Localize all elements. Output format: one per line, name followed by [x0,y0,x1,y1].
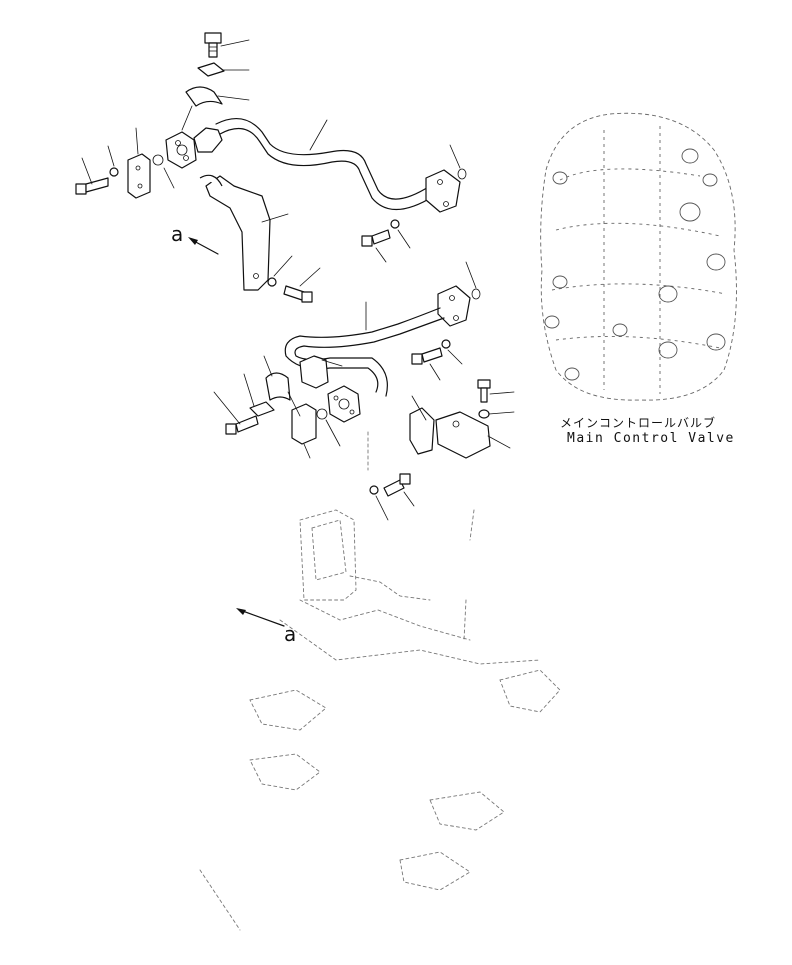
valve-label-english: Main Control Valve [567,431,735,446]
lower-pipe [284,307,441,393]
upper-flange-left [165,131,197,169]
upper-bolt-top [204,32,222,58]
lower-o-ring-left [316,408,328,420]
upper-pipe-assembly [75,32,467,303]
bracket-bolt [283,285,313,303]
lower-mount-block [435,411,491,459]
main-control-valve-drawing [540,112,737,401]
upper-pipe [215,117,431,200]
middle-washer [390,219,400,229]
upper-bracket [205,175,271,291]
view-label-a-upper: a [171,222,184,246]
lower-middle-washer [441,339,451,349]
lower-clamp [265,372,291,401]
ghost-machine-frame [199,431,561,931]
upper-flange-right [425,169,461,213]
lower-clip-plate [249,401,275,417]
upper-plate-left [127,153,151,199]
lower-flange-right [437,285,471,327]
view-arrow-upper [188,237,219,255]
lower-hose-fitting [299,355,329,389]
bracket-washer [267,277,277,287]
upper-clip-plate [197,62,225,77]
lower-right-bolt [477,379,491,403]
lower-right-washer [478,409,490,419]
view-label-a-lower: a [284,622,297,646]
bottom-washer [369,485,379,495]
lower-o-ring-right [471,288,481,300]
valve-label-japanese: メインコントロールバルブ [560,416,717,430]
lower-middle-bolt [411,347,443,365]
upper-bolt-left [75,177,109,195]
upper-clamp [185,86,223,107]
bottom-bolt [383,473,411,497]
upper-o-ring-left [152,154,164,166]
upper-o-ring-right [457,168,467,180]
lower-bolt-left [225,415,259,435]
upper-washer-left [109,167,119,177]
middle-bolt [361,229,391,247]
lower-flange-left [327,385,361,423]
lower-plate-left [291,403,317,445]
lower-pipe-assembly [213,261,515,521]
lower-bracket [409,407,435,455]
view-arrow-lower [236,608,285,627]
upper-hose-fitting [193,127,223,153]
